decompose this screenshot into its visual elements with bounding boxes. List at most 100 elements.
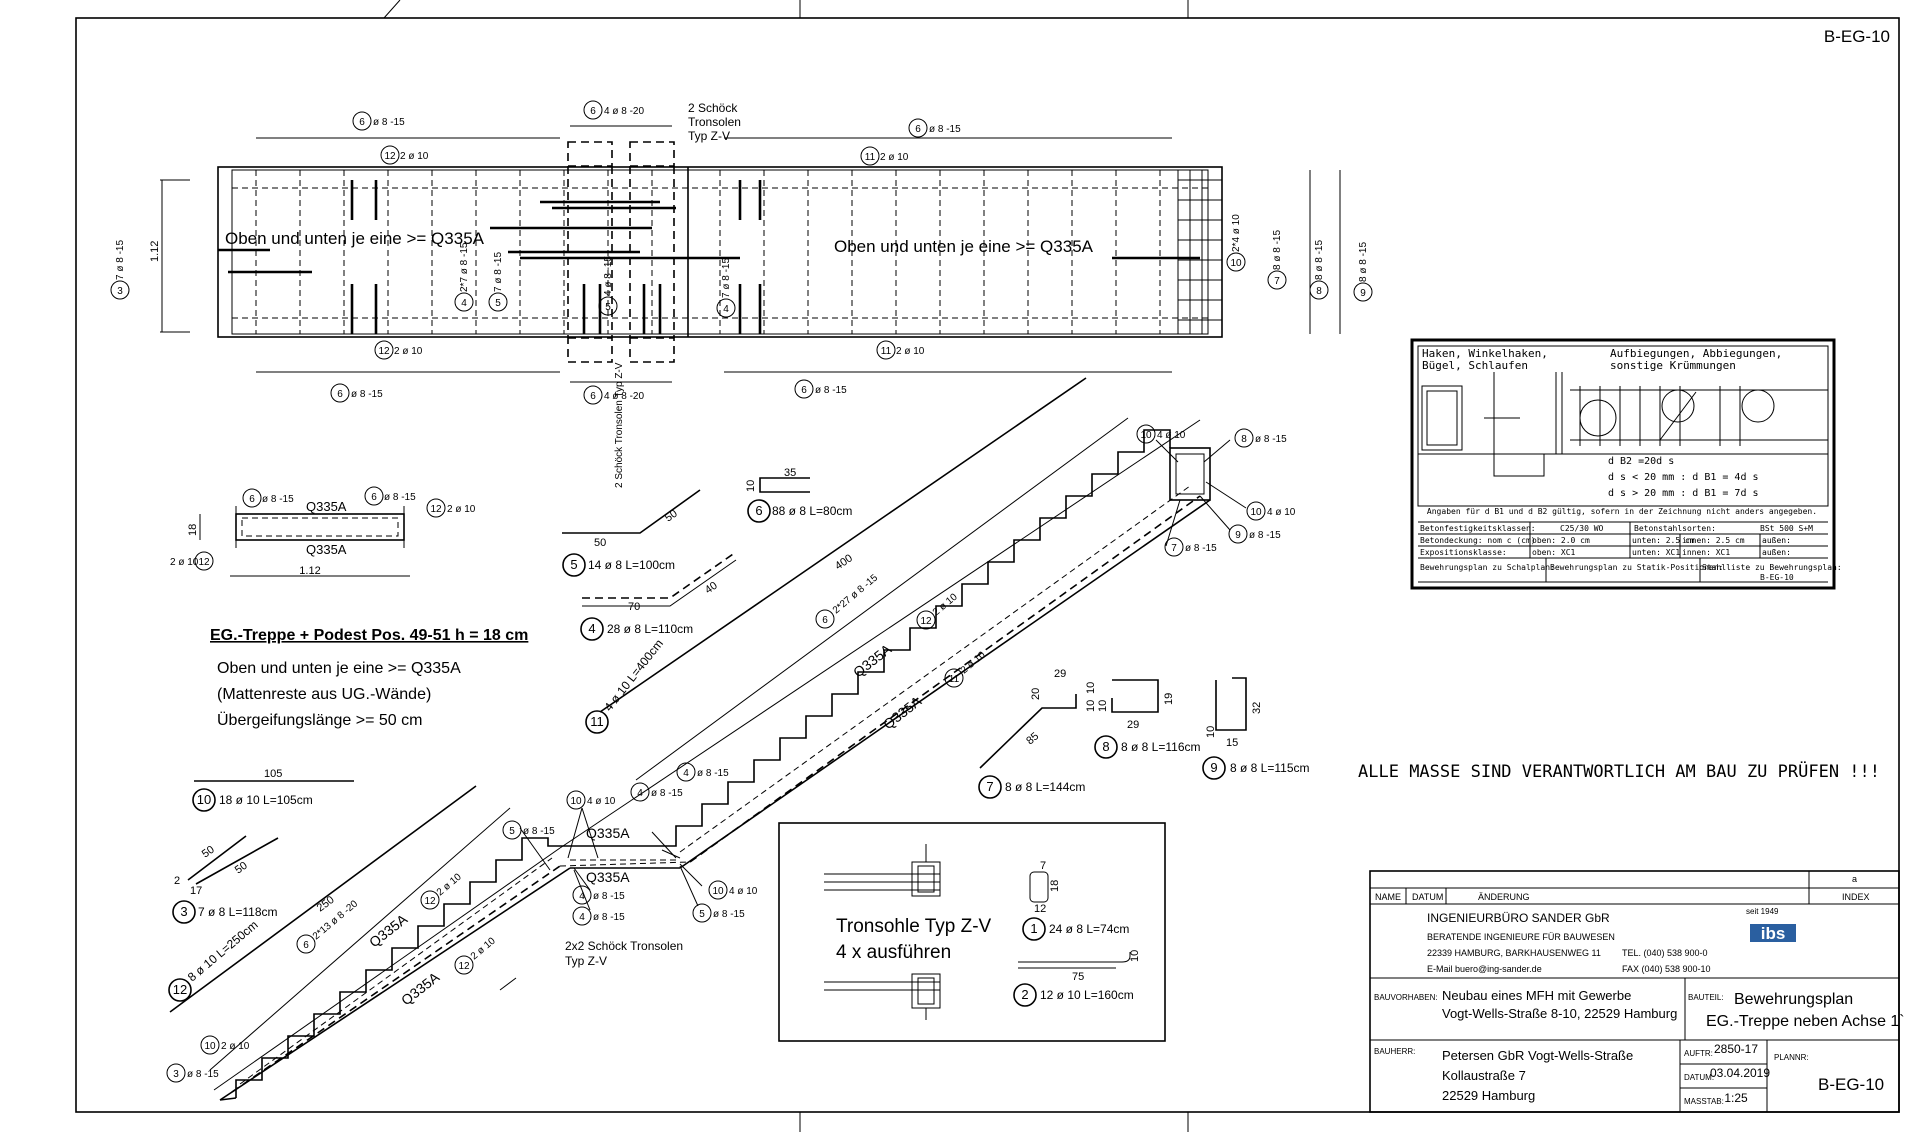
small-c2-t: ø 8 -15: [384, 492, 416, 503]
svg-text:29: 29: [1127, 719, 1139, 731]
svg-text:29: 29: [1054, 668, 1066, 680]
svg-text:4 ø 8 -20: 4 ø 8 -20: [604, 106, 644, 117]
legend-r2c3: innen: XC1: [1682, 548, 1730, 557]
svg-text:10: 10: [1085, 682, 1097, 694]
legend-r2c4: außen:: [1762, 548, 1791, 557]
svg-text:5: 5: [605, 302, 611, 313]
plan-callout-13: 88 ø 8 -15: [1309, 240, 1329, 300]
plan-callout-7: 42*7 ø 8 -15: [454, 242, 474, 312]
bar-5: 50 50 2 Schöck Tronsolen Typ Z-V 5 14 ø …: [562, 362, 701, 577]
svg-text:4: 4: [579, 891, 585, 902]
verification-notice: ALLE MASSE SIND VERANTWORTLICH AM BAU ZU…: [1358, 760, 1880, 782]
tronsole-detail-box: Tronsohle Typ Z-V 4 x ausführen 18 12 7 …: [778, 822, 1166, 1042]
svg-text:19: 19: [1163, 693, 1175, 705]
tb-firm: INGENIEURBÜRO SANDER GbR: [1427, 911, 1610, 925]
svg-text:11: 11: [881, 346, 892, 357]
legend-r3c0: Bewehrungsplan zu Schalplan:: [1420, 563, 1555, 572]
svg-text:10: 10: [1097, 700, 1109, 712]
stair-mesh-2: Q335A: [880, 693, 925, 733]
tb-plannr: B-EG-10: [1818, 1075, 1884, 1094]
ibs-logo: ibs: [1750, 924, 1796, 943]
svg-text:2 ø 10: 2 ø 10: [880, 152, 909, 163]
svg-text:ø 8 -15: ø 8 -15: [351, 389, 383, 400]
tb-h-date: DATUM: [1412, 892, 1443, 902]
svg-text:12: 12: [173, 982, 187, 997]
stair-tronsolen-1: 2x2 Schöck Tronsolen: [565, 939, 683, 953]
svg-text:35: 35: [784, 467, 796, 479]
svg-text:4 ø 10 L=400cm: 4 ø 10 L=400cm: [601, 637, 666, 714]
tronsole-line-2: 4 x ausführen: [836, 942, 951, 963]
svg-text:2 ø 10: 2 ø 10: [469, 935, 498, 962]
plan-view: Oben und unten je eine >= Q335A Oben und…: [149, 101, 1341, 383]
bar-11: 400 11 4 ø 10 L=400cm: [585, 377, 1087, 734]
svg-text:2*7 ø 8 -15: 2*7 ø 8 -15: [459, 242, 470, 292]
legend-r2c1: oben: XC1: [1532, 548, 1576, 557]
svg-text:ibs: ibs: [1761, 924, 1786, 943]
svg-text:5: 5: [570, 557, 577, 572]
small-c3-n: 12: [430, 504, 442, 515]
bar-2-desc: 12 ø 10 L=160cm: [1040, 988, 1134, 1002]
svg-text:7: 7: [986, 779, 993, 794]
bar-2-num: 2: [1021, 987, 1028, 1002]
bar-1-dim-1: 18: [1049, 880, 1061, 892]
svg-text:7 ø 8 -15: 7 ø 8 -15: [493, 252, 504, 292]
tb-datum: 03.04.2019: [1710, 1066, 1770, 1080]
bar-10: 105 10 18 ø 10 L=105cm: [192, 768, 354, 812]
svg-text:7 ø 8 L=118cm: 7 ø 8 L=118cm: [198, 905, 278, 919]
svg-text:8: 8: [1102, 739, 1109, 754]
tb-bv2: Vogt-Wells-Straße 8-10, 22529 Hamburg: [1442, 1006, 1677, 1021]
svg-text:8: 8: [1316, 286, 1322, 297]
stair-mesh-4: Q335A: [586, 869, 630, 885]
svg-text:4: 4: [579, 912, 585, 923]
svg-text:2 ø 10: 2 ø 10: [435, 871, 464, 898]
plan-mesh-right: Oben und unten je eine >= Q335A: [834, 237, 1094, 256]
legend-t3: Aufbiegungen, Abbiegungen,: [1610, 347, 1782, 360]
svg-text:6: 6: [755, 503, 762, 518]
svg-text:8: 8: [1241, 434, 1247, 445]
svg-text:6: 6: [303, 940, 309, 951]
legend-r0c3: BSt 500 S+M: [1760, 524, 1813, 533]
tb-h-name: NAME: [1375, 892, 1401, 902]
svg-text:ø 8 -15: ø 8 -15: [651, 788, 683, 799]
bar-1-dim-2: 12: [1034, 903, 1046, 915]
svg-text:6: 6: [590, 391, 596, 402]
svg-text:10: 10: [712, 886, 724, 897]
svg-text:5: 5: [495, 298, 501, 309]
bending-legend: Haken, Winkelhaken, Bügel, Schlaufen Auf…: [1410, 338, 1842, 590]
svg-text:9: 9: [1235, 530, 1241, 541]
plan-code: B-EG-10: [1824, 27, 1890, 46]
svg-text:3: 3: [173, 1069, 179, 1080]
svg-text:50: 50: [200, 844, 217, 861]
svg-text:6: 6: [822, 615, 828, 626]
small-c1-n: 6: [249, 494, 255, 505]
svg-text:85: 85: [1024, 730, 1041, 747]
bar-2-dim-2: 10: [1129, 950, 1141, 962]
tb-bt-label: BAUTEIL:: [1688, 993, 1724, 1002]
svg-text:ø 8 -15: ø 8 -15: [929, 124, 961, 135]
svg-text:ø 8 -15: ø 8 -15: [1249, 530, 1281, 541]
bar-5-tronsolen: 2 Schöck Tronsolen Typ Z-V: [614, 362, 625, 488]
legend-t4: sonstige Krümmungen: [1610, 359, 1736, 372]
svg-text:7: 7: [1171, 543, 1177, 554]
small-c4-t: 2 ø 10: [170, 557, 199, 568]
tb-bv1: Neubau eines MFH mit Gewerbe: [1442, 988, 1631, 1003]
sheet-frame: [75, 0, 1900, 1132]
svg-text:10: 10: [1140, 430, 1152, 441]
svg-text:18 ø 10 L=105cm: 18 ø 10 L=105cm: [219, 793, 313, 807]
svg-text:ø 8 -15: ø 8 -15: [187, 1069, 219, 1080]
stair-tronsolen-2: Typ Z-V: [565, 954, 607, 968]
svg-text:12: 12: [378, 346, 390, 357]
svg-text:2 ø 10: 2 ø 10: [959, 649, 988, 676]
svg-text:ø 8 -15: ø 8 -15: [373, 117, 405, 128]
